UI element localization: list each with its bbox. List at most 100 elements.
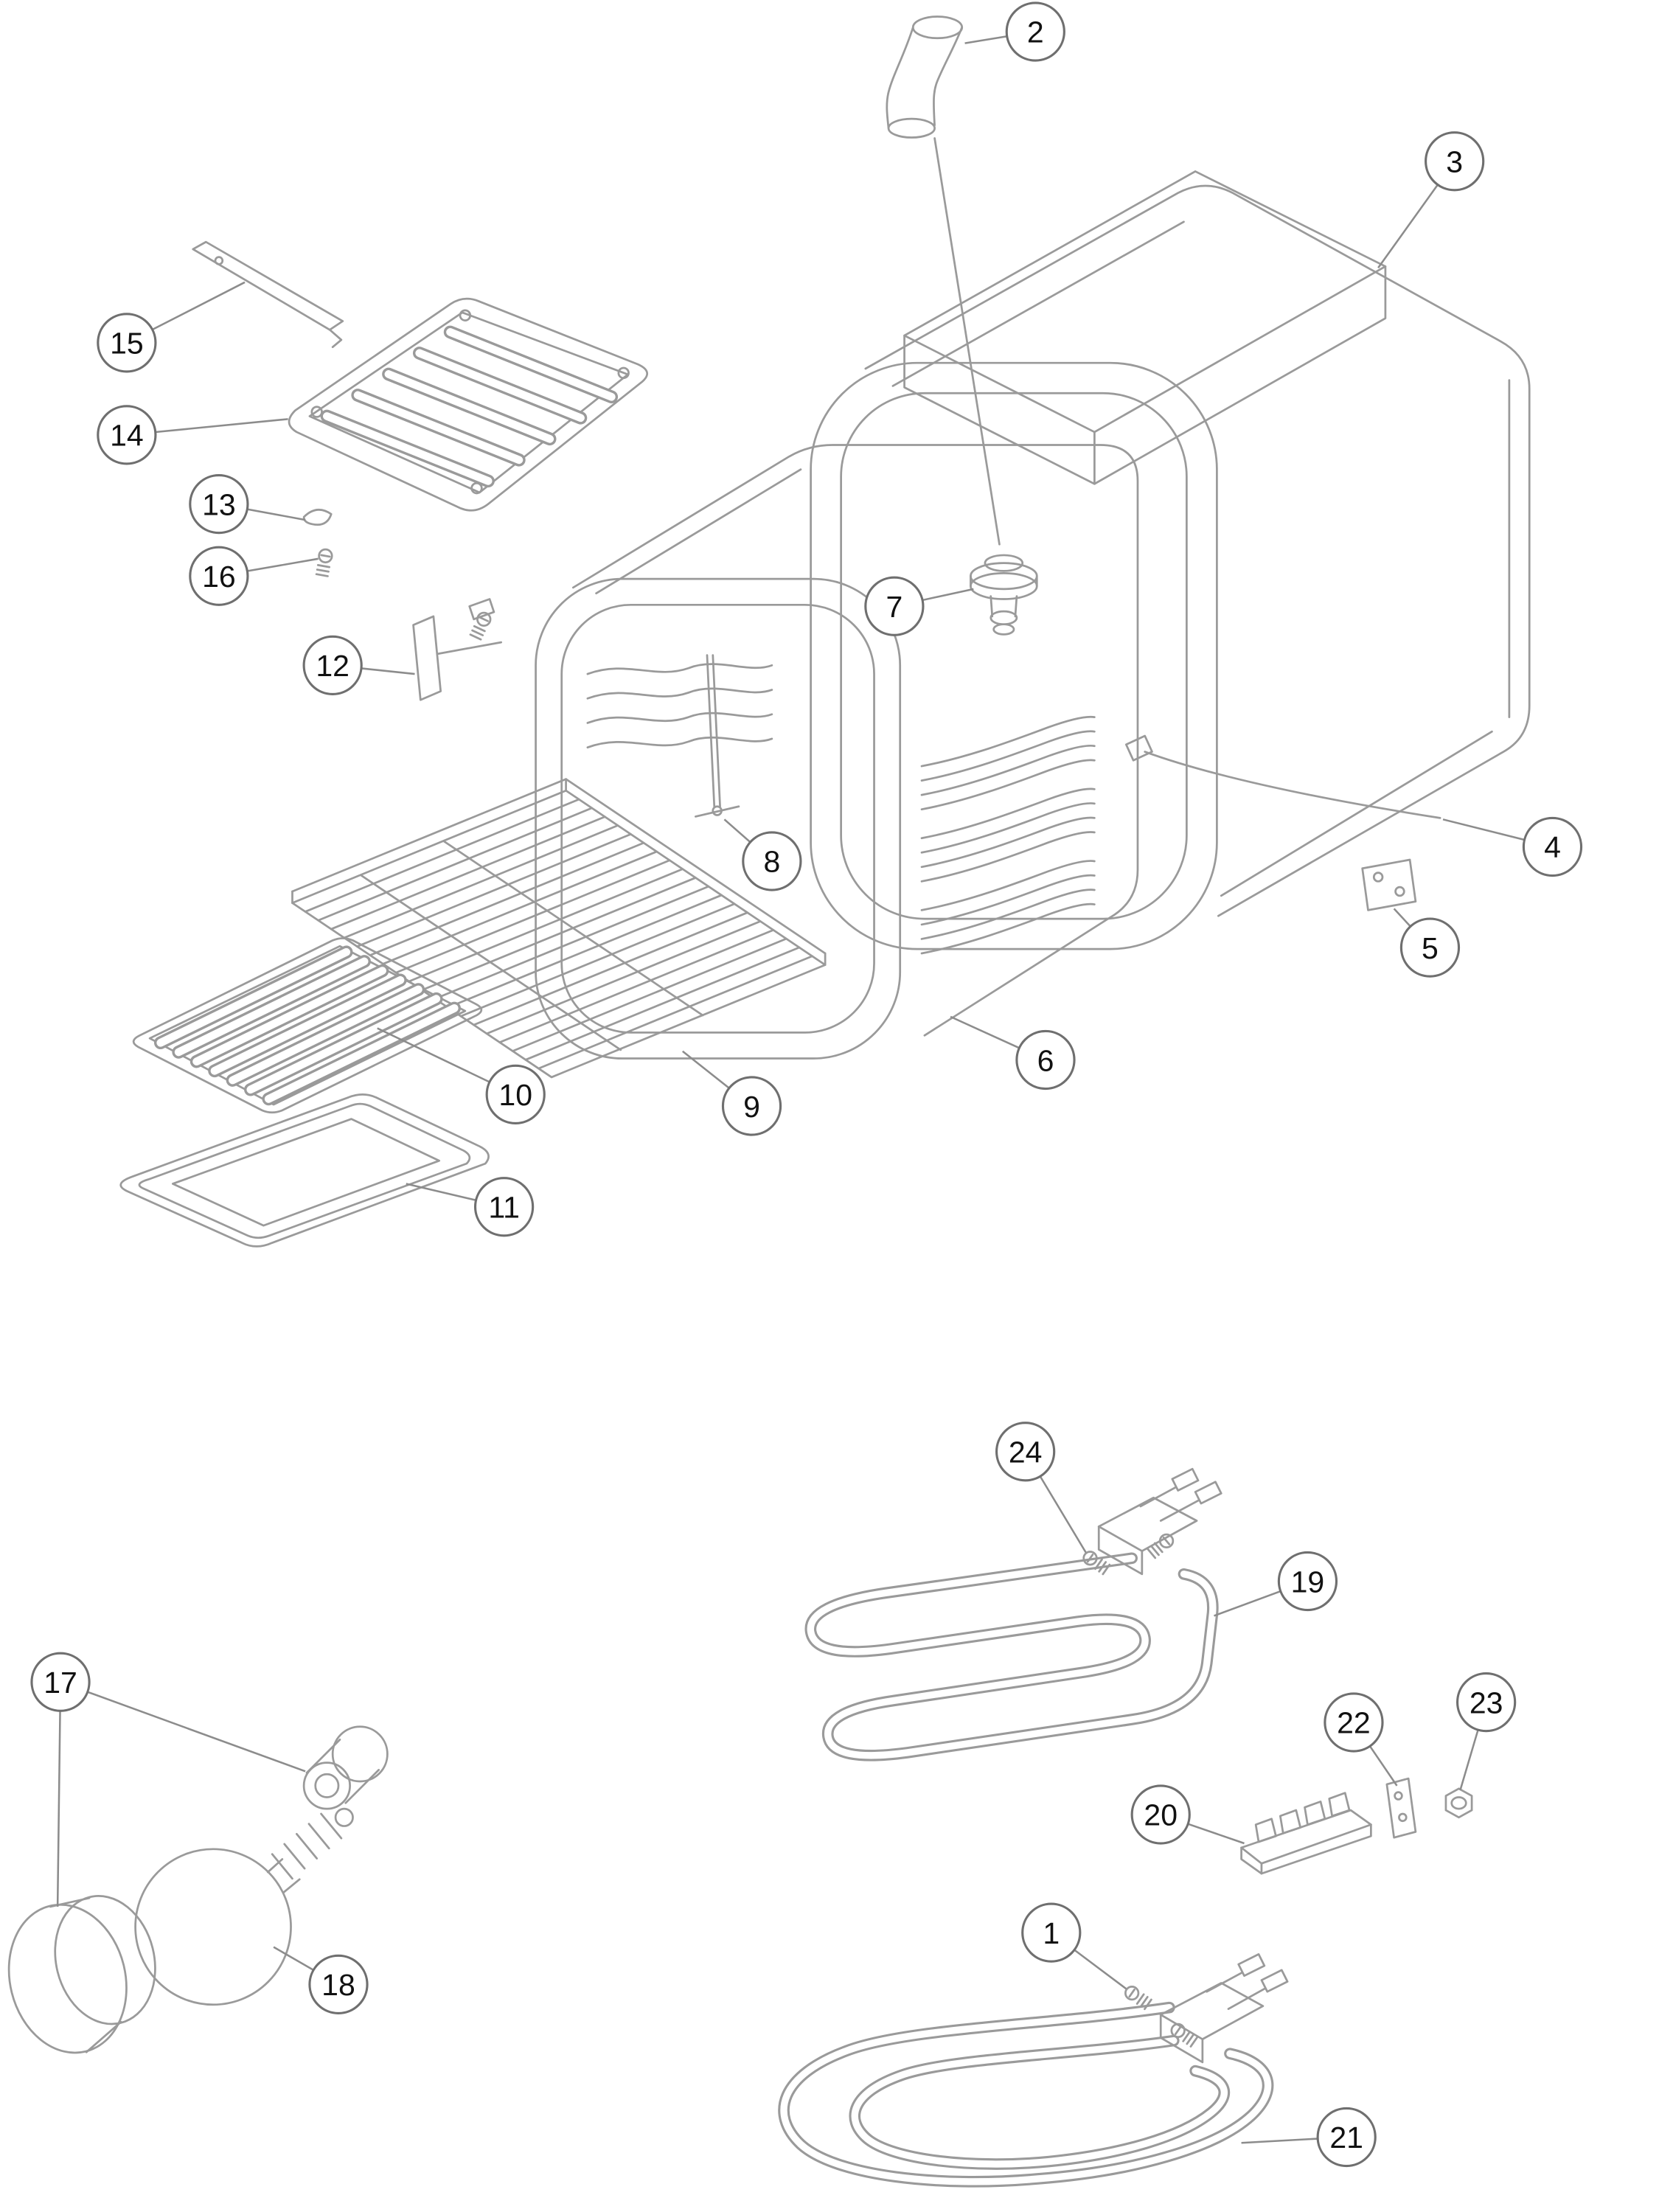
- louver-line: [920, 816, 1096, 869]
- pan-rim: [138, 1102, 471, 1239]
- callout-circle: [189, 473, 249, 535]
- louver-line: [920, 831, 1096, 883]
- bake-tube-inner: [849, 2034, 1231, 2170]
- socket-back: [331, 1725, 389, 1783]
- callout-leader: [87, 1691, 306, 1773]
- callout-7: 7: [864, 576, 974, 636]
- louver-line: [920, 715, 1096, 768]
- rack-wire: [356, 832, 632, 948]
- callout-leader: [1442, 818, 1525, 841]
- callout-leader: [361, 667, 415, 675]
- rack-wire: [382, 850, 658, 965]
- callout-circle: [1522, 816, 1583, 877]
- callout-8: 8: [723, 818, 802, 891]
- callout-2: 2: [964, 1, 1065, 62]
- screw-thread: [1153, 1542, 1164, 1554]
- bake-tube-outer-core: [780, 2003, 1272, 2185]
- broil-terminal-spade: [1171, 1467, 1200, 1492]
- callout-circle: [473, 1177, 535, 1237]
- callout-number: 16: [202, 560, 236, 594]
- tube-bottom: [887, 117, 936, 139]
- callout-number: 6: [1037, 1043, 1054, 1077]
- screw-thread: [471, 629, 484, 636]
- block-front: [1240, 1846, 1263, 1875]
- screw-head: [1158, 1533, 1175, 1548]
- callout-number: 5: [1422, 931, 1439, 965]
- callout-leader: [1187, 1823, 1245, 1845]
- callout-23: 23: [1456, 1672, 1517, 1791]
- screw-thread: [1186, 2033, 1195, 2045]
- lens-outer: [7, 1903, 128, 2054]
- callout-12: 12: [302, 635, 415, 695]
- side-bracket-art: [412, 598, 503, 701]
- block-tooth: [1254, 1818, 1277, 1843]
- socket-hole: [314, 1773, 340, 1798]
- bulb-neck: [266, 1858, 284, 1874]
- callout-number: 7: [886, 590, 902, 624]
- callout-16: 16: [189, 546, 319, 606]
- rack-wire: [485, 920, 762, 1035]
- bake-terminal-spade: [1237, 1953, 1266, 1978]
- callout-number: 14: [110, 419, 144, 453]
- alignment-line: [933, 137, 1001, 546]
- callout-leader: [406, 1183, 476, 1202]
- wire-curve: [1144, 751, 1441, 819]
- panel-hole: [310, 406, 323, 418]
- tube-edge: [933, 26, 964, 127]
- callout-circle: [1425, 131, 1485, 192]
- rack-wire: [420, 877, 697, 992]
- callout-circle: [1005, 1, 1065, 62]
- louver-line: [920, 744, 1096, 796]
- cavity-front-frame-inner: [560, 603, 875, 1034]
- callout-circle: [97, 313, 157, 373]
- oven-cavity-art: [535, 444, 1139, 1060]
- bulb-thread: [295, 1832, 319, 1860]
- callout-leader: [1393, 908, 1411, 928]
- rack-wire: [317, 807, 594, 922]
- callout-number: 2: [1027, 15, 1044, 49]
- wire-clip: [1124, 734, 1153, 762]
- callout-leader: [1368, 1745, 1398, 1787]
- callout-1: 1: [1021, 1902, 1127, 1990]
- panel-slot-core: [446, 328, 616, 401]
- rack-wire: [473, 911, 749, 1026]
- callout-circle: [97, 405, 157, 465]
- broil-terminal: [1159, 1499, 1200, 1522]
- grid-slat-core: [210, 975, 405, 1075]
- panel-slot-core: [384, 370, 554, 443]
- callout-21: 21: [1241, 2107, 1377, 2168]
- callout-circle: [995, 1422, 1056, 1482]
- plate-hole: [1394, 1791, 1403, 1801]
- panel-hole: [617, 366, 630, 380]
- callout-number: 11: [488, 1190, 520, 1224]
- louver-line: [920, 802, 1096, 854]
- lens-inner: [54, 1895, 156, 2025]
- plate-outline: [1385, 1777, 1417, 1839]
- callout-4: 4: [1442, 816, 1583, 877]
- louver-line: [920, 787, 1096, 840]
- louver-line: [920, 902, 1096, 955]
- callout-circle: [1399, 917, 1461, 978]
- cavity-inner-edge: [595, 468, 802, 595]
- bake-element-art: [778, 1953, 1289, 2188]
- callout-10: 10: [377, 1027, 546, 1124]
- rack-wire: [330, 815, 606, 931]
- callout-24: 24: [995, 1422, 1087, 1554]
- callout-circle: [1316, 2107, 1377, 2168]
- body-front-frame-outer: [810, 361, 1218, 950]
- callout-number: 9: [743, 1090, 760, 1124]
- louver-line: [920, 759, 1096, 811]
- screw-thread: [1094, 1558, 1103, 1571]
- insulation-side: [1093, 265, 1387, 485]
- callout-circle: [1130, 1784, 1191, 1845]
- screw-head: [318, 548, 333, 564]
- callout-leader: [1241, 2138, 1318, 2144]
- callout-circle: [30, 1652, 91, 1712]
- bake-terminal: [1206, 1972, 1242, 1993]
- broil-pan-art: [119, 1093, 490, 1248]
- bake-tube-outer: [778, 2001, 1274, 2188]
- callout-number: 21: [1329, 2121, 1363, 2154]
- insulation-art: [903, 170, 1387, 485]
